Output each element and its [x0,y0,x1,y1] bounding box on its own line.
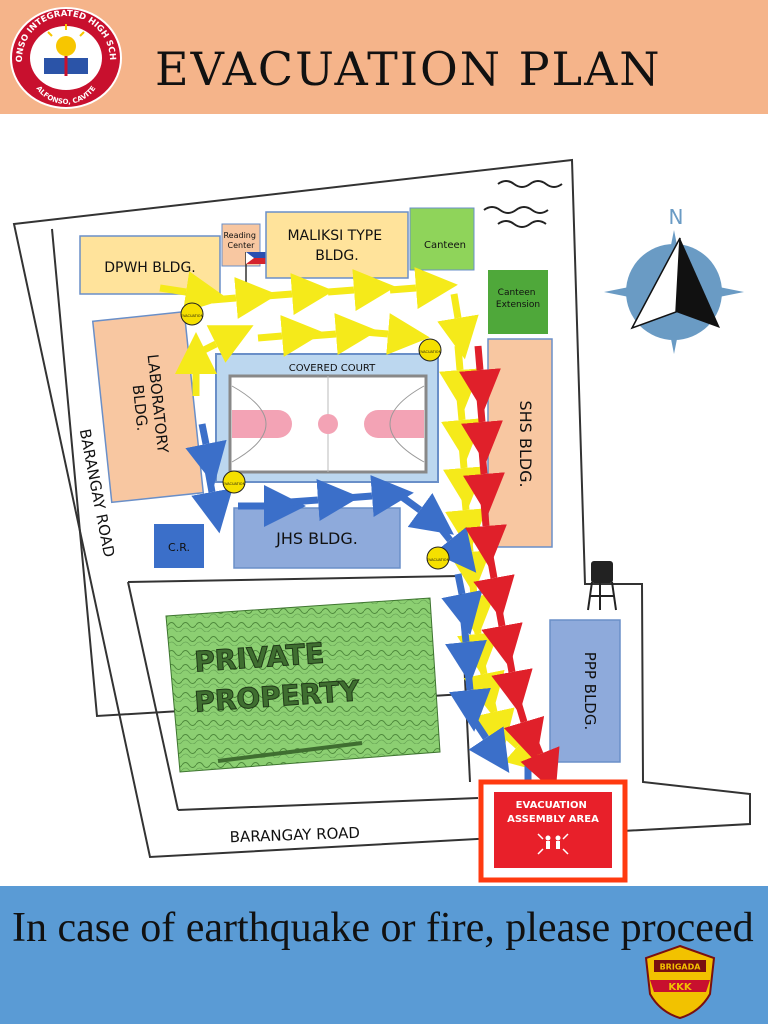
divider-line [127,581,179,811]
page-title: EVACUATION PLAN [155,42,662,96]
campus-boundary [12,158,751,859]
shs-label: SHS BLDG. [516,400,535,487]
divider-line [127,575,461,583]
water-tank-icon [587,561,617,611]
cr-label: C.R. [168,541,190,554]
covered-court-label: COVERED COURT [289,363,376,374]
basketball-court [228,374,428,474]
campus-map: DPWH BLDG. Reading Center MALIKSI TYPE B… [12,158,751,883]
flag-icon [241,252,268,294]
canteen-extension [488,270,548,334]
svg-text:KKK: KKK [668,982,692,993]
road-label-bottom: BARANGAY ROAD [229,824,360,847]
evacuation-route-sign: EVACUATION [180,302,204,326]
red-route [459,345,560,793]
header-banner: ALFONSO INTEGRATED HIGH SCHOOL ALFONSO, … [0,0,768,114]
compass-icon: N [604,205,744,354]
dpwh-label: DPWH BLDG. [104,260,196,276]
evacuation-assembly-area: EVACUATION ASSEMBLY AREA [478,779,628,883]
instruction-text: In case of earthquake or fire, please pr… [12,905,754,951]
canteen-label: Canteen [424,240,466,251]
evacuation-route-sign: EVACUATION [426,546,450,570]
ppp-building [549,619,621,763]
brigada-badge: BRIGADA KKK [644,944,716,1020]
assembly-people-icon [537,833,569,855]
ppp-label: PPP BLDG. [581,652,599,731]
svg-text:EVACUATION ASSEMBLY AREA: EVACUATION ASSEMBLY AREA [507,800,599,825]
canteen-building [409,207,475,271]
canteen-extension-label: Canteen Extension [496,288,540,310]
water-icon [483,180,563,228]
maliksi-building [265,211,409,279]
svg-text:EVACUATION: EVACUATION [181,314,204,318]
private-property: PRIVATE PROPERTY [165,597,441,773]
svg-text:EVACUATION: EVACUATION [419,350,442,354]
reading-center-label: Reading Center [223,231,258,250]
maliksi-label: MALIKSI TYPE BLDG. [287,228,386,264]
evacuation-route-sign: EVACUATION [418,338,442,362]
svg-text:EVACUATION: EVACUATION [223,482,246,486]
school-logo: ALFONSO INTEGRATED HIGH SCHOOL ALFONSO, … [8,6,122,109]
divider-line [177,797,479,811]
footer-banner: In case of earthquake or fire, please pr… [0,886,768,1024]
svg-text:N: N [669,205,684,229]
evacuation-route-sign: EVACUATION [222,470,246,494]
svg-text:BRIGADA: BRIGADA [660,963,702,972]
jhs-label: JHS BLDG. [275,529,358,548]
svg-text:EVACUATION: EVACUATION [427,558,450,562]
